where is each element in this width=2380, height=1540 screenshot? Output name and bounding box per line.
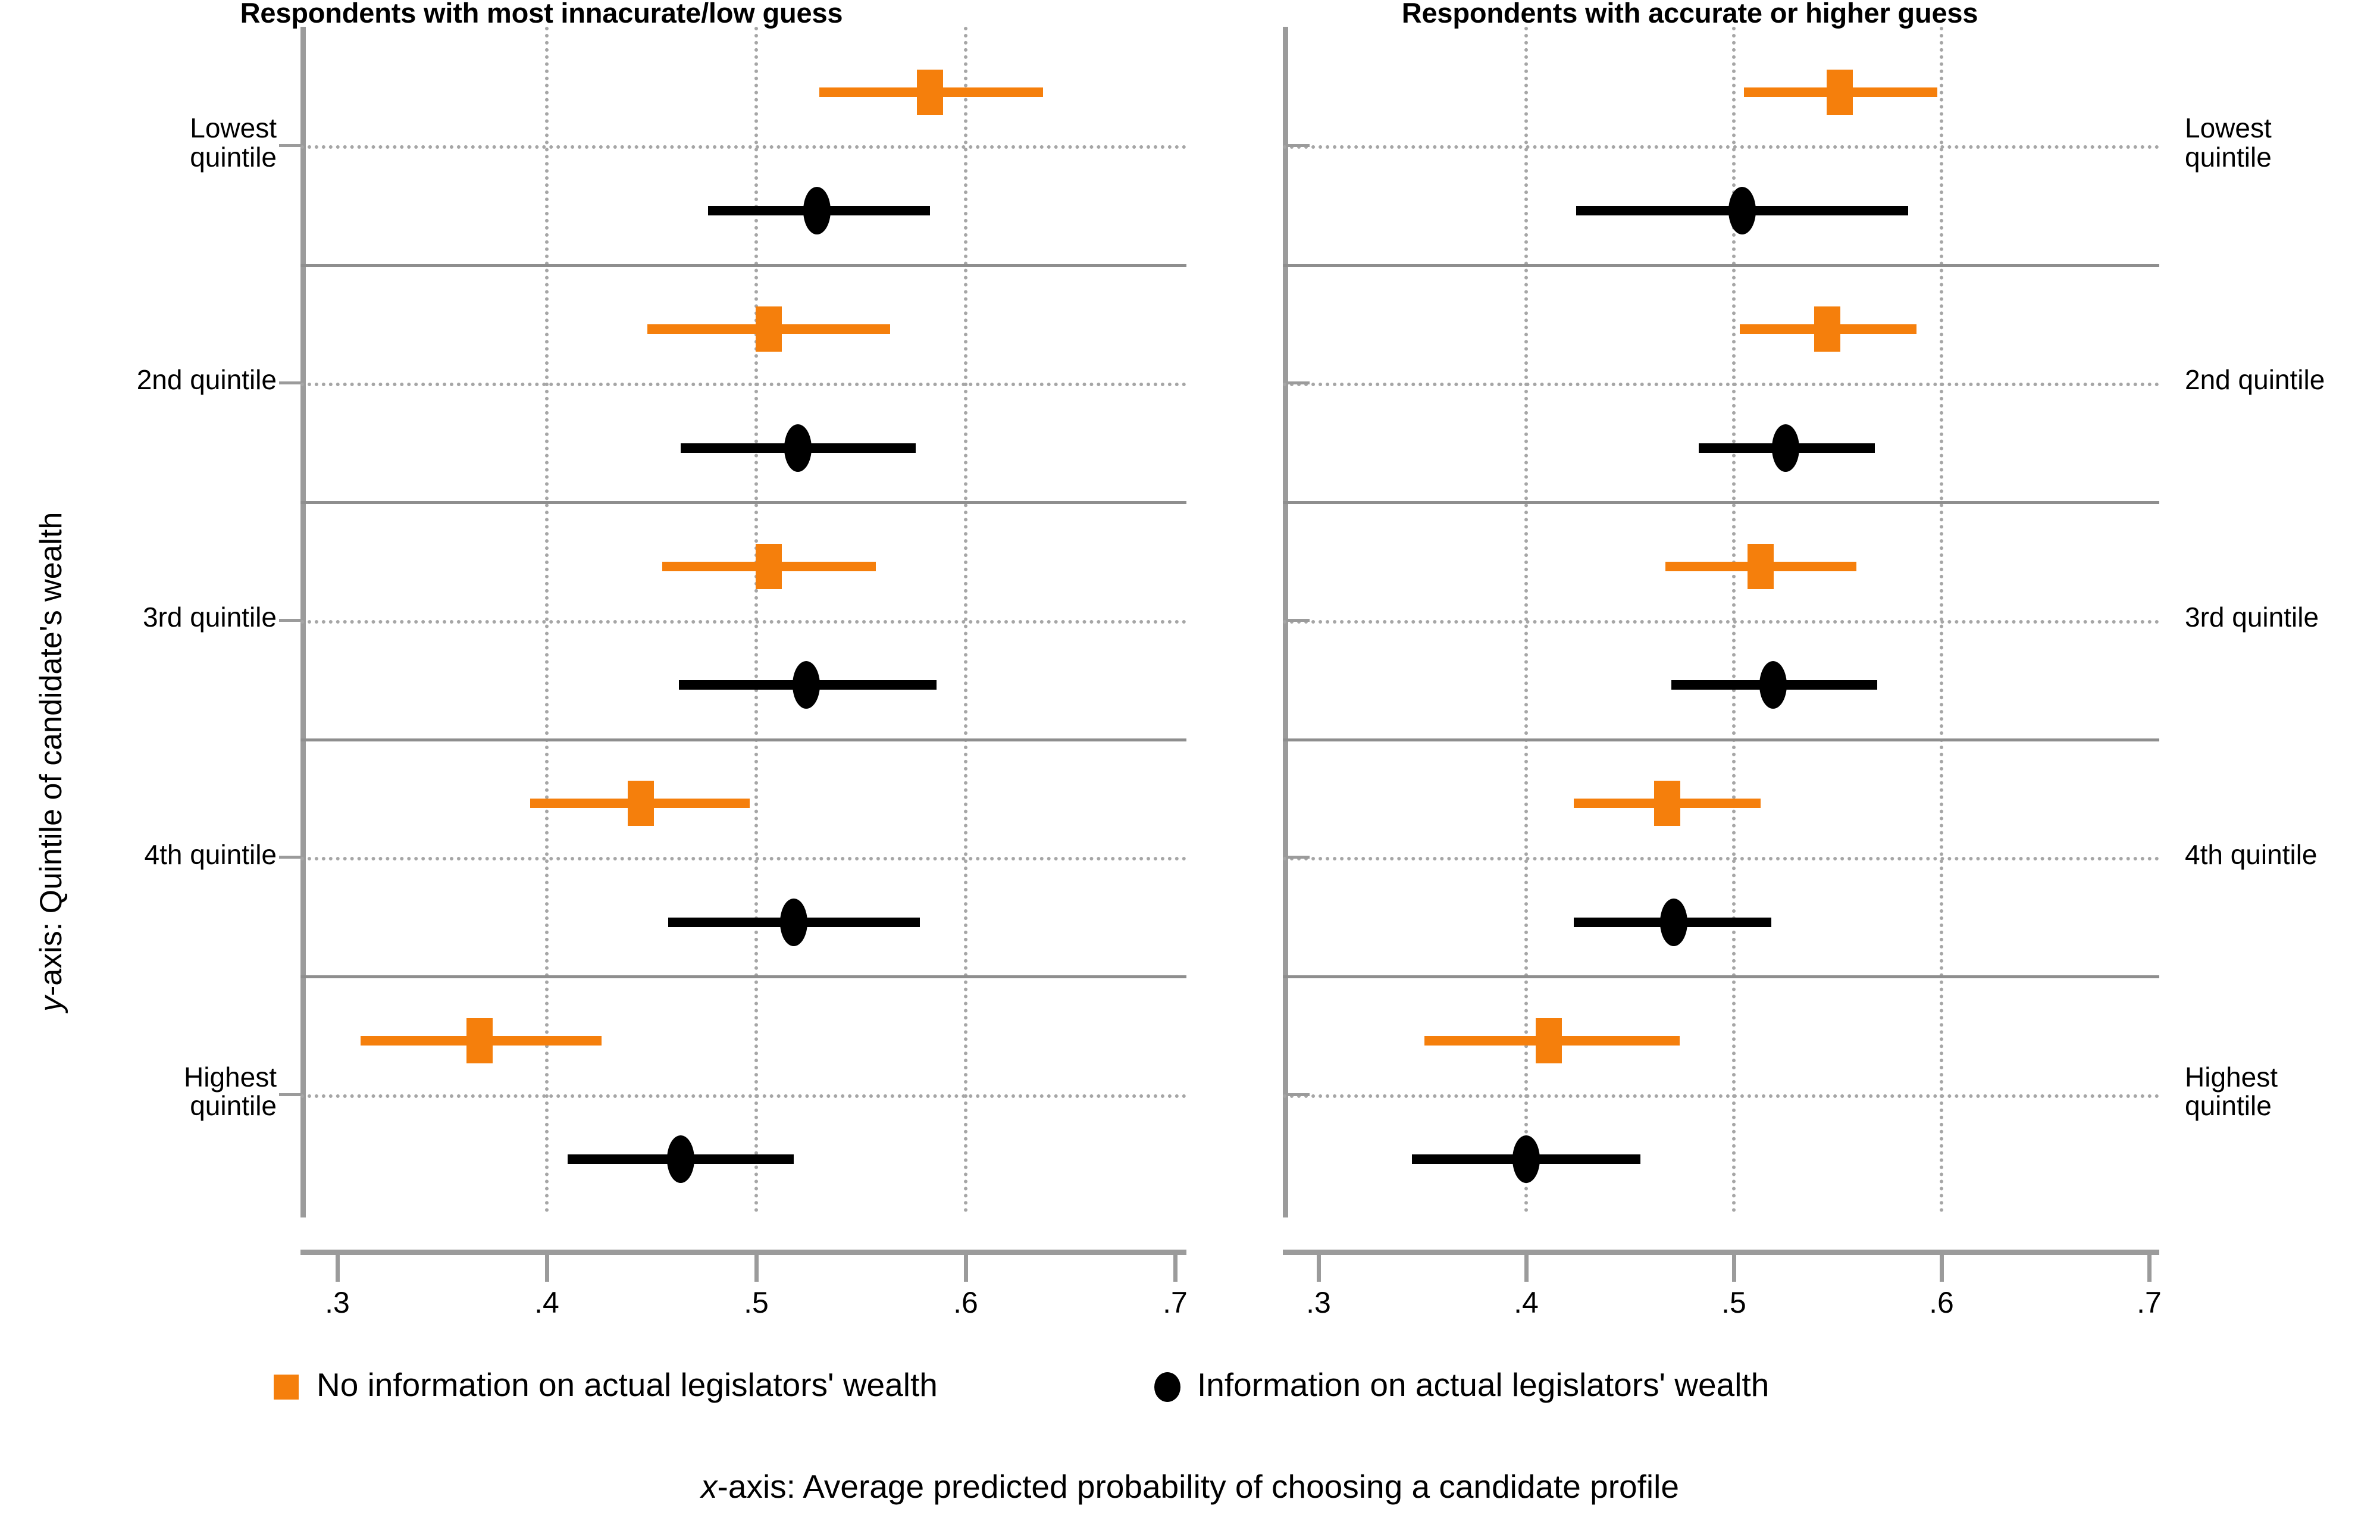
x-axis-tick [1173, 1250, 1178, 1282]
y-axis-tick [1288, 618, 1310, 622]
x-tick-label: .5 [744, 1286, 769, 1319]
point-marker-circle [1659, 898, 1687, 946]
grid-line-horizontal [1283, 1094, 2159, 1098]
grid-line-horizontal [300, 1094, 1186, 1098]
band-separator [1283, 738, 2159, 741]
grid-line-horizontal [1283, 619, 2159, 624]
y-axis-tick [1288, 381, 1310, 384]
point-marker-circle [667, 1135, 695, 1184]
point-marker-circle [1759, 661, 1787, 709]
point-marker-square [1654, 781, 1681, 827]
x-axis-spine [1283, 1250, 2159, 1255]
panel-title-left: Respondents with most innacurate/low gue… [240, 0, 843, 29]
legend-square-marker-icon [274, 1375, 299, 1400]
y-axis-title: y-axis: Quintile of candidate's wealth [33, 512, 69, 1012]
x-axis-tick [336, 1250, 340, 1282]
point-marker-square [756, 306, 782, 352]
y-tick-label: Highest quintile [2185, 1061, 2278, 1122]
point-marker-square [1536, 1018, 1562, 1063]
x-tick-label: .4 [534, 1286, 559, 1319]
x-tick-label: .6 [1929, 1286, 1954, 1319]
x-axis-tick [545, 1250, 549, 1282]
y-axis-tick [279, 1093, 300, 1096]
band-separator [1283, 264, 2159, 267]
grid-line-horizontal [300, 619, 1186, 624]
point-marker-circle [1728, 186, 1756, 234]
x-axis-tick [1317, 1250, 1321, 1282]
point-marker-circle [1512, 1135, 1540, 1184]
x-axis-tick [1524, 1250, 1529, 1282]
point-marker-circle [793, 661, 821, 709]
point-marker-circle [784, 424, 812, 472]
band-separator [300, 738, 1186, 741]
y-tick-label: 4th quintile [2185, 838, 2318, 870]
x-axis-tick [754, 1250, 759, 1282]
x-tick-label: .6 [953, 1286, 978, 1319]
x-tick-label: .4 [1514, 1286, 1539, 1319]
y-axis-tick [279, 618, 300, 622]
y-tick-label: 3rd quintile [2185, 602, 2319, 633]
x-tick-label: .3 [325, 1286, 350, 1319]
point-marker-square [1814, 306, 1841, 352]
y-tick-label: Lowest quintile [2185, 112, 2272, 173]
y-axis-tick [1288, 1093, 1310, 1096]
point-marker-circle [803, 186, 831, 234]
band-separator [300, 264, 1186, 267]
point-marker-square [628, 781, 654, 827]
y-tick-label: 2nd quintile [2185, 364, 2325, 396]
point-marker-square [1748, 543, 1774, 589]
y-tick-label: 4th quintile [144, 838, 277, 870]
grid-line-horizontal [300, 382, 1186, 386]
band-separator [1283, 501, 2159, 505]
point-marker-square [1826, 69, 1853, 115]
legend-label: Information on actual legislators' wealt… [1197, 1366, 1770, 1403]
band-separator [300, 975, 1186, 979]
x-axis-title: x-axis: Average predicted probability of… [0, 1467, 2380, 1505]
x-tick-label: .5 [1721, 1286, 1746, 1319]
x-axis-tick [1940, 1250, 1944, 1282]
y-axis-title-italic-prefix: y [34, 996, 68, 1012]
x-axis-tick [2147, 1250, 2152, 1282]
legend-label: No information on actual legislators' we… [317, 1366, 938, 1403]
point-marker-circle [1772, 424, 1800, 472]
y-tick-label: Highest quintile [184, 1061, 277, 1122]
grid-line-horizontal [1283, 857, 2159, 861]
x-tick-label: .3 [1306, 1286, 1331, 1319]
grid-line-horizontal [300, 857, 1186, 861]
y-axis-tick [1288, 144, 1310, 148]
x-tick-label: .7 [1163, 1286, 1188, 1319]
y-axis-tick [279, 144, 300, 148]
x-tick-label: .7 [2137, 1286, 2162, 1319]
x-axis-title-rest: -axis: Average predicted probability of … [717, 1468, 1679, 1505]
y-axis-tick [279, 856, 300, 859]
y-tick-label: 3rd quintile [142, 602, 277, 633]
grid-line-horizontal [300, 145, 1186, 149]
x-axis-tick [964, 1250, 968, 1282]
y-tick-label: 2nd quintile [136, 364, 277, 396]
point-marker-square [466, 1018, 493, 1063]
grid-line-horizontal [1283, 145, 2159, 149]
y-tick-label: Lowest quintile [190, 112, 277, 173]
legend-circle-marker-icon [1154, 1372, 1180, 1402]
x-axis-title-italic-prefix: x [701, 1468, 718, 1505]
y-axis-tick [1288, 856, 1310, 859]
band-separator [300, 501, 1186, 505]
y-axis-tick [279, 381, 300, 384]
x-axis-tick [1732, 1250, 1736, 1282]
x-axis-spine [300, 1250, 1186, 1255]
band-separator [1283, 975, 2159, 979]
y-axis-title-rest: -axis: Quintile of candidate's wealth [34, 512, 68, 996]
point-marker-square [917, 69, 944, 115]
point-marker-circle [780, 898, 808, 946]
point-marker-square [756, 543, 782, 589]
panel-title-right: Respondents with accurate or higher gues… [1401, 0, 1978, 29]
grid-line-horizontal [1283, 382, 2159, 386]
